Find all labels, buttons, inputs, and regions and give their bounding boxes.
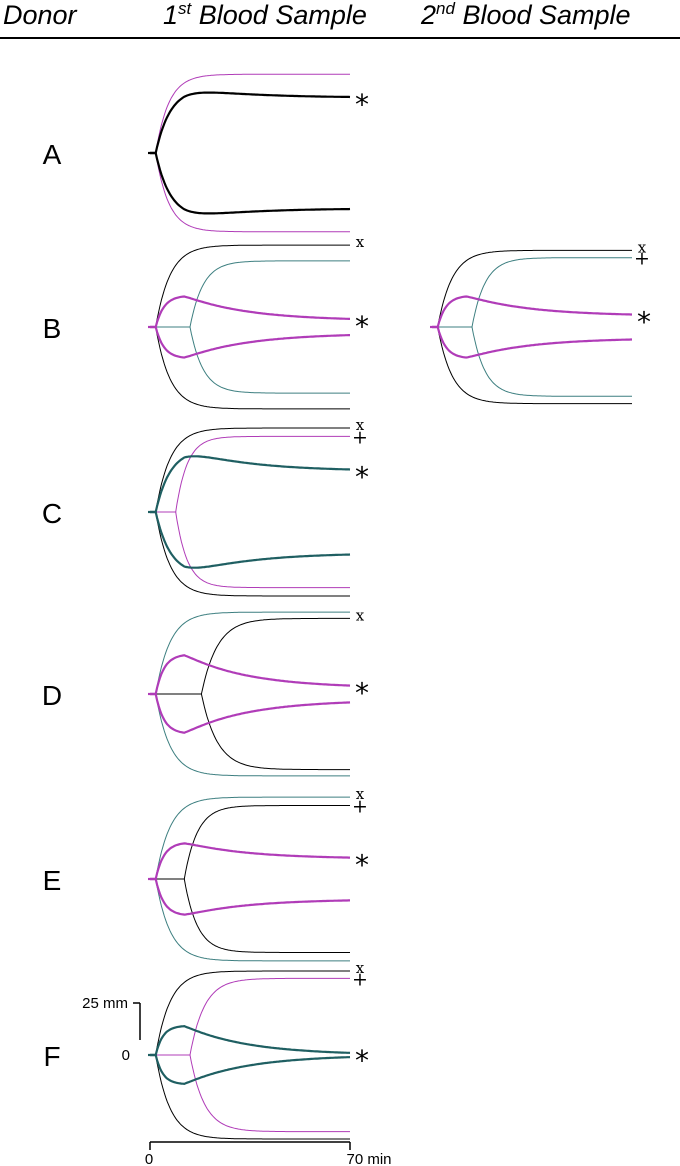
first-sample-donor-e-marker-x: x — [356, 785, 365, 803]
first-sample-donor-c-marker-plus: + — [352, 426, 368, 448]
first-sample-donor-d-marker-x: x — [356, 606, 365, 624]
first-sample-donor-e-marker-plus: + — [352, 796, 368, 818]
second-sample-donor-b-trace-1-upper — [432, 257, 632, 328]
second-sample-donor-b-trace-2-upper — [432, 295, 632, 329]
first-sample-donor-a-trace-0-upper — [150, 73, 350, 154]
first-sample-donor-f-trace-0-lower — [150, 1054, 350, 1140]
first-sample-donor-f-marker-x: x — [356, 959, 365, 977]
second-sample-donor-b-trace-0-upper — [432, 249, 632, 328]
first-sample-donor-f-trace-1-upper — [150, 977, 350, 1056]
first-sample-donor-e-trace-0-upper — [150, 796, 350, 880]
second-sample-donor-b-marker-star: * — [637, 306, 651, 339]
first-sample-donor-c-trace-0-upper — [150, 427, 350, 513]
first-sample-donor-c-marker-star: * — [355, 460, 369, 493]
donor-label-e: E — [43, 865, 62, 896]
second-sample-donor-b-trace-1-lower — [432, 326, 632, 397]
first-sample-donor-c-trace-2-lower — [150, 510, 351, 569]
first-sample-donor-d-trace-0-upper — [150, 611, 350, 695]
first-sample-donor-c-trace-1-lower — [150, 511, 350, 589]
first-sample-donor-c-marker-x: x — [356, 416, 365, 434]
first-sample-donor-e-trace-1-upper — [150, 805, 350, 880]
first-sample-donor-c-trace-2-upper — [150, 455, 351, 514]
first-sample-donor-f-trace-2-upper — [150, 1024, 351, 1057]
header-rule — [0, 37, 680, 39]
first-sample-donor-f-trace-2-lower — [150, 1053, 351, 1086]
header-second-rest: Blood Sample — [454, 0, 631, 30]
second-sample-donor-b-marker-x: x — [638, 238, 647, 256]
first-sample-donor-c-trace-1-upper — [150, 435, 350, 513]
first-sample-donor-b-trace-2-upper — [150, 295, 350, 329]
donor-labels-layer: A B C D E F — [42, 139, 62, 1072]
donor-label-f: F — [43, 1041, 60, 1072]
header-first-blood-sample: 1st Blood Sample — [163, 0, 367, 31]
donor-label-a: A — [43, 139, 62, 170]
first-sample-donor-f-marker-star: * — [355, 1044, 369, 1077]
header-second-num: 2 — [421, 0, 437, 30]
markers-layer: *x*x+*x*x+*x+*x+* — [352, 88, 651, 1077]
first-sample-donor-d-marker-star: * — [355, 677, 369, 710]
first-sample-donor-a-trace-1-upper — [150, 91, 351, 155]
first-sample-donor-a-trace-1-lower — [150, 151, 351, 215]
first-sample-donor-f-trace-1-lower — [150, 1054, 350, 1133]
first-sample-donor-e-trace-2-upper — [150, 842, 350, 881]
first-sample-donor-d-trace-0-lower — [150, 693, 350, 777]
header-first-rest: Blood Sample — [191, 0, 367, 30]
second-sample-donor-b-trace-0-lower — [432, 326, 632, 405]
donor-label-d: D — [42, 680, 62, 711]
amplitude-scale-label: 25 mm — [82, 995, 128, 1012]
time-axis-start-label: 0 — [145, 1151, 153, 1166]
scale-layer: 25 mm 0 0 70 min — [82, 995, 391, 1166]
first-sample-donor-a-trace-0-lower — [150, 152, 350, 233]
time-axis-end-label: 70 min — [346, 1151, 391, 1166]
first-sample-donor-e-marker-star: * — [355, 849, 369, 882]
header-first-num: 1 — [163, 0, 179, 30]
first-sample-donor-b-trace-0-lower — [150, 326, 350, 410]
first-sample-donor-b-marker-x: x — [356, 233, 365, 251]
first-sample-donor-d-trace-2-lower — [150, 692, 351, 734]
first-sample-donor-a-marker-star: * — [355, 88, 369, 121]
first-sample-donor-b-marker-star: * — [355, 310, 369, 343]
header-second-sup: nd — [436, 0, 455, 18]
traces-layer — [148, 73, 632, 1140]
header-donor: Donor — [3, 0, 77, 30]
first-sample-donor-d-trace-2-upper — [150, 654, 351, 696]
first-sample-donor-f-marker-plus: + — [352, 968, 368, 990]
second-sample-donor-b-trace-2-lower — [432, 325, 632, 359]
first-sample-donor-f-trace-0-upper — [150, 970, 350, 1056]
first-sample-donor-e-trace-0-lower — [150, 878, 350, 962]
first-sample-donor-c-trace-0-lower — [150, 511, 350, 597]
first-sample-donor-e-trace-1-lower — [150, 878, 350, 953]
first-sample-donor-b-trace-2-lower — [150, 325, 350, 359]
first-sample-donor-b-trace-0-upper — [150, 244, 350, 328]
donor-label-c: C — [42, 498, 62, 529]
donor-label-b: B — [43, 313, 62, 344]
first-sample-donor-e-trace-2-lower — [150, 877, 350, 916]
header-first-sup: st — [178, 0, 192, 18]
amplitude-zero-label: 0 — [122, 1047, 130, 1064]
second-sample-donor-b-marker-plus: + — [634, 248, 650, 270]
header-second-blood-sample: 2nd Blood Sample — [421, 0, 631, 31]
